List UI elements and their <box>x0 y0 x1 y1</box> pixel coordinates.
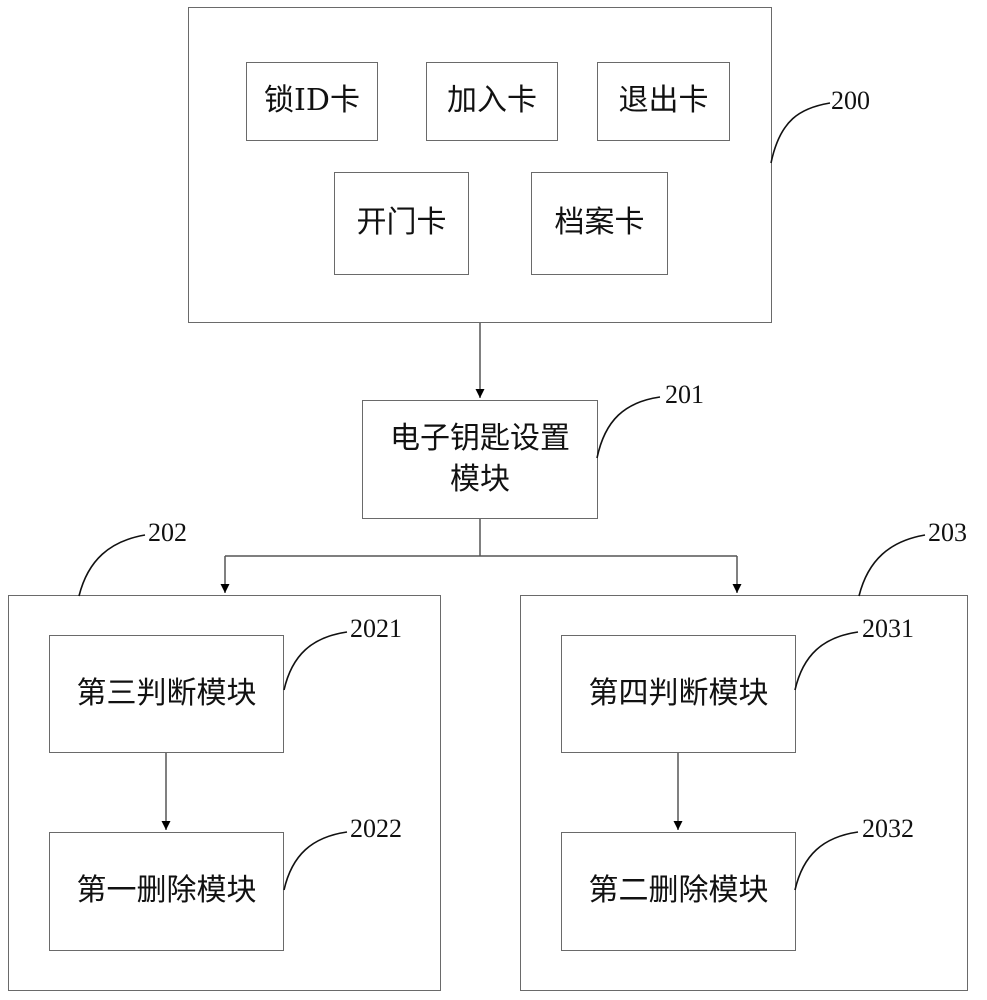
ref-2022: 2022 <box>350 814 402 843</box>
module-2032-box: 第二删除模块 <box>561 832 796 951</box>
exit-card-box: 退出卡 <box>597 62 730 141</box>
ref-201: 201 <box>665 380 704 409</box>
module-2022-box: 第一删除模块 <box>49 832 284 951</box>
module-201-label-line2: 模块 <box>450 461 510 497</box>
archive-card-box: 档案卡 <box>531 172 668 275</box>
group-200-container <box>188 7 772 323</box>
module-201-label-line1: 电子钥匙设置 <box>390 421 570 456</box>
ref-2031: 2031 <box>862 614 914 643</box>
module-2022-label: 第一删除模块 <box>76 873 257 909</box>
leader-202 <box>78 534 146 597</box>
ref-202: 202 <box>148 518 187 547</box>
join-card-label: 加入卡 <box>447 83 537 119</box>
join-card-box: 加入卡 <box>426 62 558 141</box>
module-2021-label: 第三判断模块 <box>76 675 257 711</box>
leader-200 <box>770 102 831 164</box>
module-2032-label: 第二删除模块 <box>588 873 769 909</box>
module-2031-label: 第四判断模块 <box>588 675 769 711</box>
ref-2021: 2021 <box>350 614 402 643</box>
lock-id-card-label: 锁ID卡 <box>264 83 360 119</box>
archive-card-label: 档案卡 <box>554 205 645 241</box>
ref-2032: 2032 <box>862 814 914 843</box>
leader-201 <box>596 396 661 459</box>
module-201-box: 电子钥匙设置 模块 <box>362 400 598 519</box>
lock-id-card-box: 锁ID卡 <box>246 62 378 141</box>
ref-203: 203 <box>928 518 967 547</box>
ref-200: 200 <box>831 86 870 115</box>
module-2031-box: 第四判断模块 <box>561 635 796 753</box>
module-2021-box: 第三判断模块 <box>49 635 284 753</box>
door-open-card-box: 开门卡 <box>334 172 469 275</box>
leader-203 <box>858 534 926 597</box>
exit-card-label: 退出卡 <box>618 83 709 119</box>
door-open-card-label: 开门卡 <box>356 205 447 241</box>
